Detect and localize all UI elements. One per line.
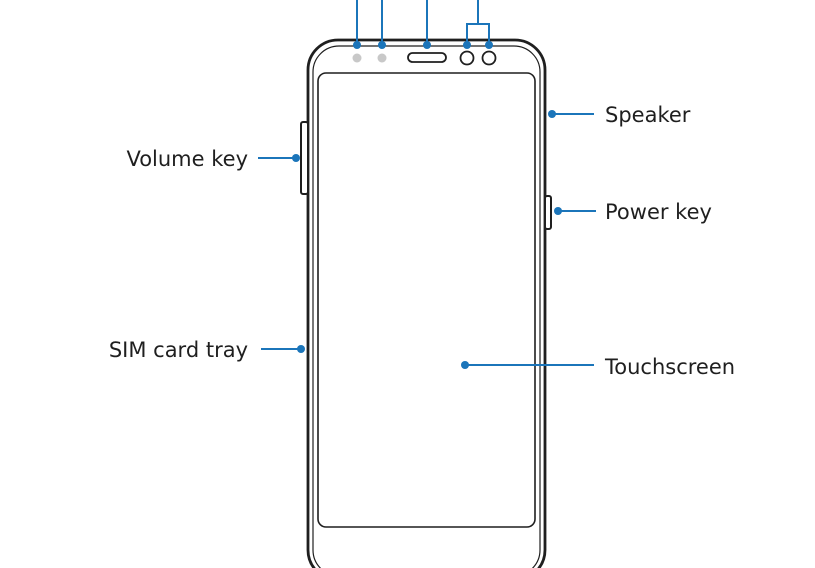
touchscreen-label: Touchscreen xyxy=(604,355,735,379)
proximity-sensor xyxy=(352,53,362,63)
power-key-callout: Power key xyxy=(554,200,712,224)
volume-key-label: Volume key xyxy=(126,147,248,171)
top-callout-leaders xyxy=(353,0,493,49)
touchscreen-display xyxy=(317,72,536,528)
volume-key-button xyxy=(300,121,309,195)
sim-card-tray-callout: SIM card tray xyxy=(109,338,305,362)
front-camera-left xyxy=(459,50,475,66)
power-key-label: Power key xyxy=(605,200,712,224)
phone-outer-frame xyxy=(306,38,547,568)
speaker-label: Speaker xyxy=(605,103,691,127)
top-bezel-components xyxy=(352,50,497,66)
phone-inner-frame xyxy=(312,45,541,568)
earpiece-grille xyxy=(407,52,447,63)
speaker-callout: Speaker xyxy=(548,103,691,127)
front-camera-right xyxy=(481,50,497,66)
phone-body xyxy=(306,38,547,568)
sim-card-tray-label: SIM card tray xyxy=(109,338,248,362)
volume-key-callout: Volume key xyxy=(126,147,300,171)
power-key-button xyxy=(544,195,552,230)
touchscreen-callout: Touchscreen xyxy=(461,355,735,379)
light-sensor xyxy=(377,53,387,63)
